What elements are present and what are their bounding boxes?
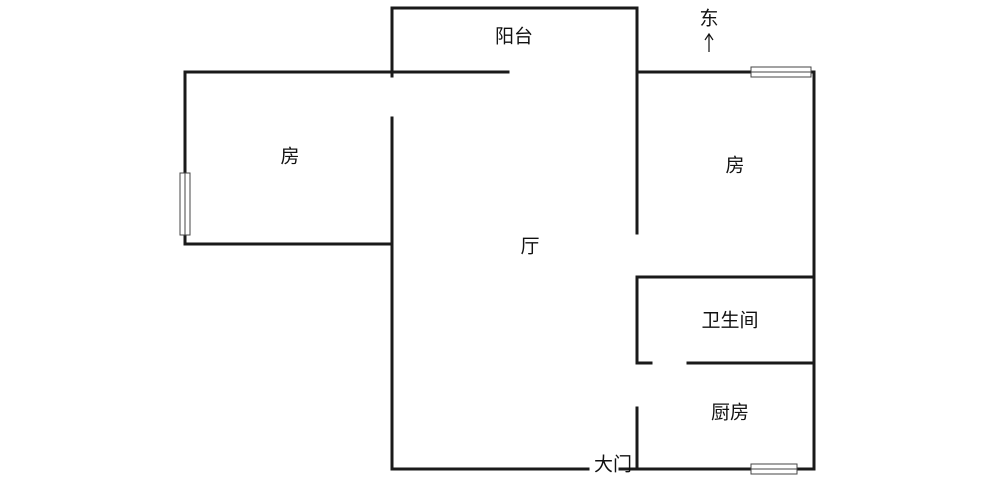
compass-label: 东 bbox=[699, 8, 718, 30]
compass: 东 bbox=[699, 8, 719, 52]
right-top-window bbox=[750, 66, 812, 78]
kitchen-window bbox=[750, 463, 798, 475]
right-bedroom-label: 房 bbox=[725, 155, 744, 177]
arrow-head-icon bbox=[704, 32, 714, 41]
left-bedroom-label: 房 bbox=[280, 146, 299, 168]
balcony-walls bbox=[390, 6, 639, 78]
kitchen-label: 厨房 bbox=[711, 402, 749, 424]
living-room-walls bbox=[390, 70, 639, 471]
bathroom-label: 卫生间 bbox=[701, 310, 758, 332]
main-door-label: 大门 bbox=[594, 454, 632, 476]
left-window bbox=[179, 172, 191, 236]
living-room-label: 厅 bbox=[520, 236, 539, 258]
bathroom-walls bbox=[635, 275, 816, 365]
balcony-label: 阳台 bbox=[495, 26, 533, 48]
